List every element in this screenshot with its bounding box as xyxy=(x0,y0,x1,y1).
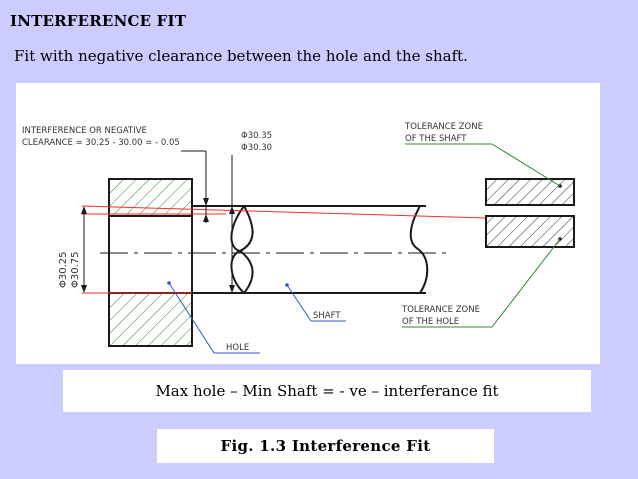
slide-subtitle: Fit with negative clearance between the … xyxy=(14,47,468,65)
formula-caption: Max hole – Min Shaft = - ve – interferan… xyxy=(63,370,591,412)
shaft-left-break-inner xyxy=(238,205,254,294)
tol-hole-leader xyxy=(491,238,561,328)
hole-top-section xyxy=(108,178,193,217)
hole-label: HOLE xyxy=(226,343,249,353)
formula-caption-text: Max hole – Min Shaft = - ve – interferan… xyxy=(155,382,499,400)
shaft-label: SHAFT xyxy=(313,311,341,321)
diagram-canvas: Φ30.25 Φ30.75 INTERFERENCE OR NEGATIVE C… xyxy=(22,122,575,354)
shaft-dim-arrow-bottom xyxy=(229,285,235,293)
shaft-dim-text-2: Φ30.30 xyxy=(241,143,272,153)
hole-leader xyxy=(168,282,215,354)
shaft-leader xyxy=(286,284,312,322)
interference-label-1: INTERFERENCE OR NEGATIVE xyxy=(22,126,147,136)
tol-hole-label-1: TOLERANCE ZONE xyxy=(401,305,480,315)
shaft-dim-arrow-top xyxy=(229,206,235,214)
figure-caption-text: Fig. 1.3 Interference Fit xyxy=(220,437,431,455)
hole-dim-arrow-top xyxy=(81,206,87,214)
hole-dim-text-1: Φ30.25 xyxy=(58,252,69,289)
interference-label-2: CLEARANCE = 30.25 - 30.00 = - 0.05 xyxy=(22,138,180,148)
tol-shaft-label-1: TOLERANCE ZONE xyxy=(404,122,483,132)
figure-caption: Fig. 1.3 Interference Fit xyxy=(157,429,494,463)
red-line-top xyxy=(81,205,487,219)
hole-bottom-section xyxy=(108,292,193,347)
hole-dim-arrow-bottom xyxy=(81,285,87,293)
interference-arrow-down xyxy=(203,198,209,206)
tolerance-zone-shaft xyxy=(485,178,575,206)
shaft-right-break xyxy=(409,205,429,294)
tol-hole-label-2: OF THE HOLE xyxy=(402,317,459,327)
tol-shaft-leader xyxy=(491,143,561,187)
tol-shaft-label-2: OF THE SHAFT xyxy=(405,134,467,144)
hole-dim-text-2: Φ30.75 xyxy=(70,252,81,289)
slide-title: INTERFERENCE FIT xyxy=(10,12,187,30)
interference-fit-diagram: Φ30.25 Φ30.75 INTERFERENCE OR NEGATIVE C… xyxy=(16,83,600,364)
tolerance-zone-hole xyxy=(485,215,575,248)
shaft-dim-text-1: Φ30.35 xyxy=(241,131,272,141)
interference-arrow-up xyxy=(203,214,209,222)
